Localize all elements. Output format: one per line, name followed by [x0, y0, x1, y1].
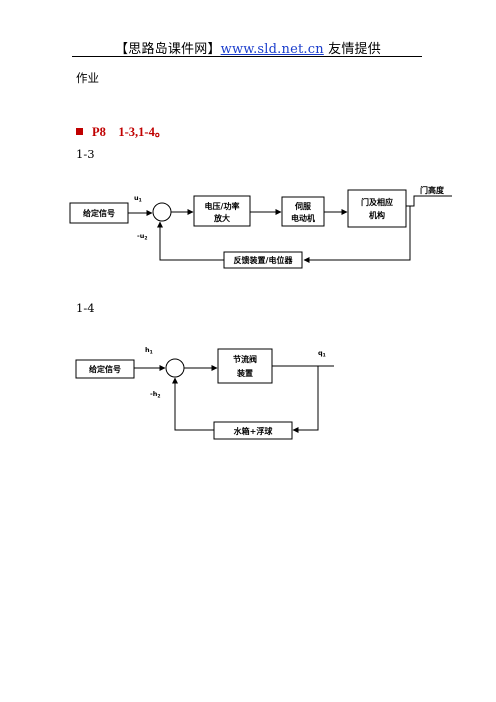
block-diagram-1-4: 给定信号 节流阀 装置 水箱+浮球 h1 -h2 q1 [75, 346, 334, 440]
amplifier-label-line2: 放大 [213, 213, 230, 223]
homework-title: 作业 [76, 71, 99, 85]
valve-label-line2: 装置 [236, 368, 253, 378]
section-label-1-4: 1-4 [76, 301, 95, 315]
block-diagram-1-3: 给定信号 电压/功率 放大 伺服 电动机 门及相应 机构 反馈装置/电位器 门高… [69, 185, 452, 269]
amplifier-block [193, 195, 251, 227]
amplifier-label-line1: 电压/功率 [205, 201, 240, 211]
section-label-1-3: 1-3 [76, 147, 95, 161]
summing-junction [152, 202, 172, 222]
header-prefix: 【思路岛课件网】 [115, 42, 221, 57]
input-block-label-2: 给定信号 [89, 364, 121, 374]
door-label-line1: 门及相应 [361, 197, 393, 207]
signal-u1: u1 [134, 194, 142, 204]
servo-label-line1: 伺服 [294, 201, 312, 211]
tank-float-label: 水箱+浮球 [233, 426, 274, 436]
door-mechanism-block [347, 189, 407, 228]
header-divider [72, 56, 422, 57]
valve-label-line1: 节流阀 [233, 354, 257, 364]
assignment-text: P8 1-3,1-4。 [92, 125, 168, 139]
input-signal-block-2 [75, 359, 135, 379]
input-block-label: 给定信号 [83, 208, 115, 218]
feedback-block-label: 反馈装置/电位器 [234, 255, 294, 265]
door-label-line2: 机构 [369, 210, 385, 220]
summing-junction-2 [165, 358, 185, 378]
assignment-line: P8 1-3,1-4。 [76, 121, 167, 140]
header-link[interactable]: www.sld.net.cn [220, 42, 324, 57]
header-suffix: 友情提供 [328, 42, 381, 57]
signal-h1: h1 [145, 346, 153, 356]
page-header: 【思路岛课件网】www.sld.net.cn 友情提供 [0, 38, 496, 57]
output-q1: q1 [318, 349, 326, 359]
square-bullet-icon [76, 128, 83, 135]
signal-h2: -h2 [150, 390, 160, 400]
output-label: 门高度 [420, 185, 445, 195]
servo-label-line2: 电动机 [291, 213, 315, 223]
signal-u2: -u2 [137, 232, 147, 242]
